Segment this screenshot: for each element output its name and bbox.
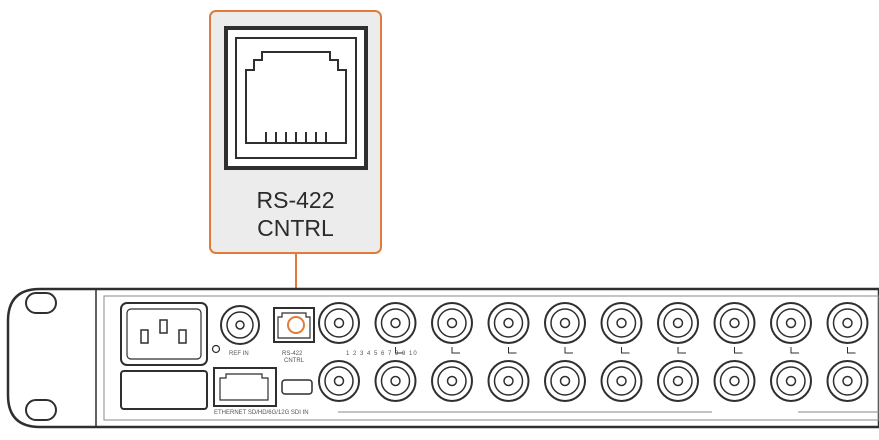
ref-in-bnc-icon: [220, 305, 260, 345]
sdi-bnc-connector-icon: [826, 360, 869, 402]
callout-label-rs422: RS-422: [256, 187, 335, 213]
sdi-bnc-connector-icon: [544, 302, 586, 354]
sdi-bnc-connector-icon: [374, 302, 417, 354]
rj-contact-pins: [265, 132, 327, 143]
indicator-led-icon: [211, 344, 221, 354]
usb-port-icon: [281, 379, 313, 395]
rs422-panel-label: RS-422: [282, 351, 303, 357]
sdi-number-labels: 1 2 3 4 5 6 7 8 9 10: [346, 351, 418, 357]
sdi-bnc-connector-icon: [657, 360, 699, 402]
sdi-bnc-connector-icon: [487, 360, 530, 402]
sdi-bnc-grid: [318, 302, 869, 402]
cntrl-panel-label: CNTRL: [284, 358, 305, 364]
sdi-bnc-connector-icon: [431, 302, 473, 354]
sdi-bnc-connector-icon: [657, 302, 699, 354]
power-switch-icon: [120, 370, 208, 410]
sdi-bnc-connector-icon: [318, 360, 360, 402]
rs422-highlight-ring: [287, 316, 305, 334]
sdi-bnc-connector-icon: [770, 360, 812, 402]
sdi-bnc-connector-icon: [431, 360, 473, 402]
rj-jack-outline: [245, 51, 347, 144]
ethernet-sdi-label: ETHERNET SD/HD/6G/12G SDI IN: [214, 410, 309, 416]
ref-in-label: REF IN: [229, 351, 249, 357]
power-inlet-icon: [120, 302, 208, 366]
rack-mount-hole-bottom-icon: [25, 399, 57, 421]
ethernet-port-icon: [213, 367, 277, 407]
sdi-bnc-connector-icon: [544, 360, 586, 402]
sdi-bnc-connector-icon: [600, 302, 643, 354]
sdi-bnc-connector-icon: [374, 360, 417, 402]
sdi-bnc-connector-icon: [318, 302, 360, 344]
rack-mount-hole-top-icon: [25, 292, 57, 314]
sdi-bnc-connector-icon: [713, 360, 756, 402]
sdi-bnc-connector-icon: [826, 302, 869, 354]
callout-label-cntrl: CNTRL: [257, 215, 334, 241]
sdi-bnc-connector-icon: [487, 302, 530, 354]
sdi-bnc-connector-icon: [713, 302, 756, 354]
rs422-port-icon: [273, 307, 315, 343]
sdi-bnc-connector-icon: [600, 360, 643, 402]
inner-panel-plate: [103, 295, 879, 421]
sdi-bnc-connector-icon: [770, 302, 812, 354]
